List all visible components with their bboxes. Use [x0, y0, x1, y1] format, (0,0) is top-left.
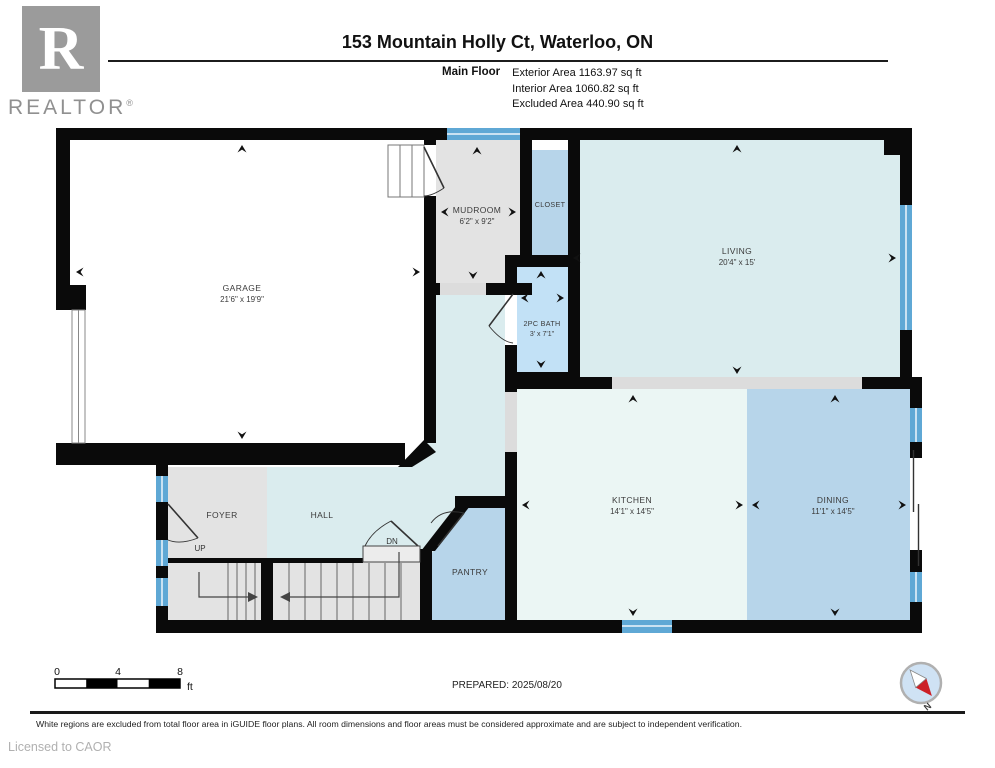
compass-north-label: N: [922, 701, 933, 713]
room-living-fill: [580, 140, 900, 383]
door-pantry-arc: [430, 511, 465, 524]
room-dining-fill: [747, 389, 910, 620]
label-bath: 2PC BATH: [523, 319, 560, 328]
door-bath-arc: [488, 325, 514, 344]
stairs-down-arrowhead: [280, 592, 290, 602]
area-stats: Exterior Area 1163.97 sq ft Interior Are…: [512, 66, 643, 113]
scale-tick-0: 0: [54, 666, 60, 678]
stairs: [198, 545, 421, 620]
exterior-area: Exterior Area 1163.97 sq ft: [512, 67, 642, 79]
registered-mark: ®: [126, 98, 136, 108]
label-closet: CLOSET: [535, 200, 566, 209]
compass-icon: N: [899, 661, 943, 713]
wall-openings: [440, 283, 862, 452]
rooms-teal: [267, 140, 900, 558]
realtor-logo-word: REALTOR®: [8, 96, 136, 120]
room-kitchen-fill: [517, 389, 747, 620]
door-bath-leaf: [488, 293, 514, 327]
compass-needle-south: [909, 669, 928, 689]
room-hall-fill: [267, 283, 505, 558]
title-divider: [108, 60, 888, 62]
scale-unit: ft: [187, 681, 193, 693]
label-foyer: FOYER: [206, 510, 237, 520]
rooms-blue: [432, 150, 910, 620]
label-up: UP: [194, 544, 205, 553]
dims-bath: 3' x 7'1": [530, 331, 555, 338]
scale-tick-4: 4: [115, 666, 121, 678]
opening-living-kitchen: [612, 377, 862, 389]
stairs-up-risers: [227, 563, 256, 620]
window-stripes: [161, 133, 917, 627]
dims-kitchen: 14'1" x 14'5": [610, 507, 654, 516]
doors: [167, 146, 514, 547]
opening-mudroom-hall: [440, 283, 486, 295]
scale-bar-seg1: [86, 679, 118, 688]
excluded-area: Excluded Area 440.90 sq ft: [512, 98, 644, 110]
dims-mudroom: 6'2" x 9'2": [460, 217, 495, 226]
room-foyer-fill: [168, 467, 267, 558]
scale-tick-8: 8: [177, 666, 183, 678]
stairs-landing: [362, 545, 421, 563]
realtor-logo: R: [22, 6, 100, 92]
garage-door: [71, 309, 86, 444]
footer-divider: [30, 711, 965, 714]
label-dining: DINING: [817, 495, 849, 505]
dims-dining: 11'1" x 14'5": [811, 507, 854, 516]
label-kitchen: KITCHEN: [612, 495, 652, 505]
floor-stats: Main Floor Exterior Area 1163.97 sq ft I…: [442, 66, 644, 113]
label-dn: DN: [386, 537, 398, 546]
door-front-arc: [167, 537, 199, 543]
sliding-door-dining: [910, 450, 922, 566]
license-text: Licensed to CAOR: [8, 740, 112, 754]
room-pantry-fill: [432, 508, 505, 620]
room-garage-fill: [70, 140, 424, 443]
room-bath-fill: [517, 263, 568, 377]
compass-needle-north: [915, 678, 932, 697]
door-pantry-leaf: [437, 512, 465, 547]
scale-bar-seg2: [148, 679, 180, 688]
label-mudroom: MUDROOM: [453, 205, 502, 215]
door-front-leaf: [167, 503, 199, 539]
stairs-down-arrow-line: [290, 552, 400, 598]
garage-entry-steps: [387, 144, 425, 198]
label-garage: GARAGE: [223, 283, 262, 293]
disclaimer-text: White regions are excluded from total fl…: [36, 719, 742, 729]
stairs-up-arrow-line: [198, 572, 248, 598]
dims-living: 20'4" x 15': [719, 258, 756, 267]
door-basement-leaf: [390, 520, 419, 547]
page-title: 153 Mountain Holly Ct, Waterloo, ON: [341, 32, 654, 52]
label-pantry: PANTRY: [452, 567, 488, 577]
stairs-fill: [168, 558, 420, 620]
opening-hall-kitchen: [505, 392, 517, 452]
room-labels: GARAGE 21'6" x 19'9" MUDROOM 6'2" x 9'2"…: [194, 200, 854, 577]
stairs-up-arrowhead: [248, 592, 258, 602]
scale-bar: 0 4 8 ft: [54, 666, 193, 693]
floor-label: Main Floor: [442, 66, 501, 78]
stairs-down-risers: [288, 563, 402, 620]
label-hall: HALL: [311, 510, 334, 520]
realtor-brand-text: REALTOR: [8, 96, 127, 119]
realtor-logo-letter: R: [38, 15, 84, 83]
prepared-date: PREPARED: 2025/08/20: [452, 680, 562, 691]
interior-area: Interior Area 1060.82 sq ft: [512, 82, 639, 95]
door-basement-arc: [364, 520, 392, 547]
label-living: LIVING: [722, 246, 752, 256]
rooms-gray: [168, 140, 520, 620]
door-mudroom-garage-arc: [423, 187, 445, 197]
dims-garage: 21'6" x 19'9": [220, 295, 264, 304]
room-closet-fill: [532, 150, 568, 255]
door-mudroom-garage-leaf: [423, 146, 445, 189]
